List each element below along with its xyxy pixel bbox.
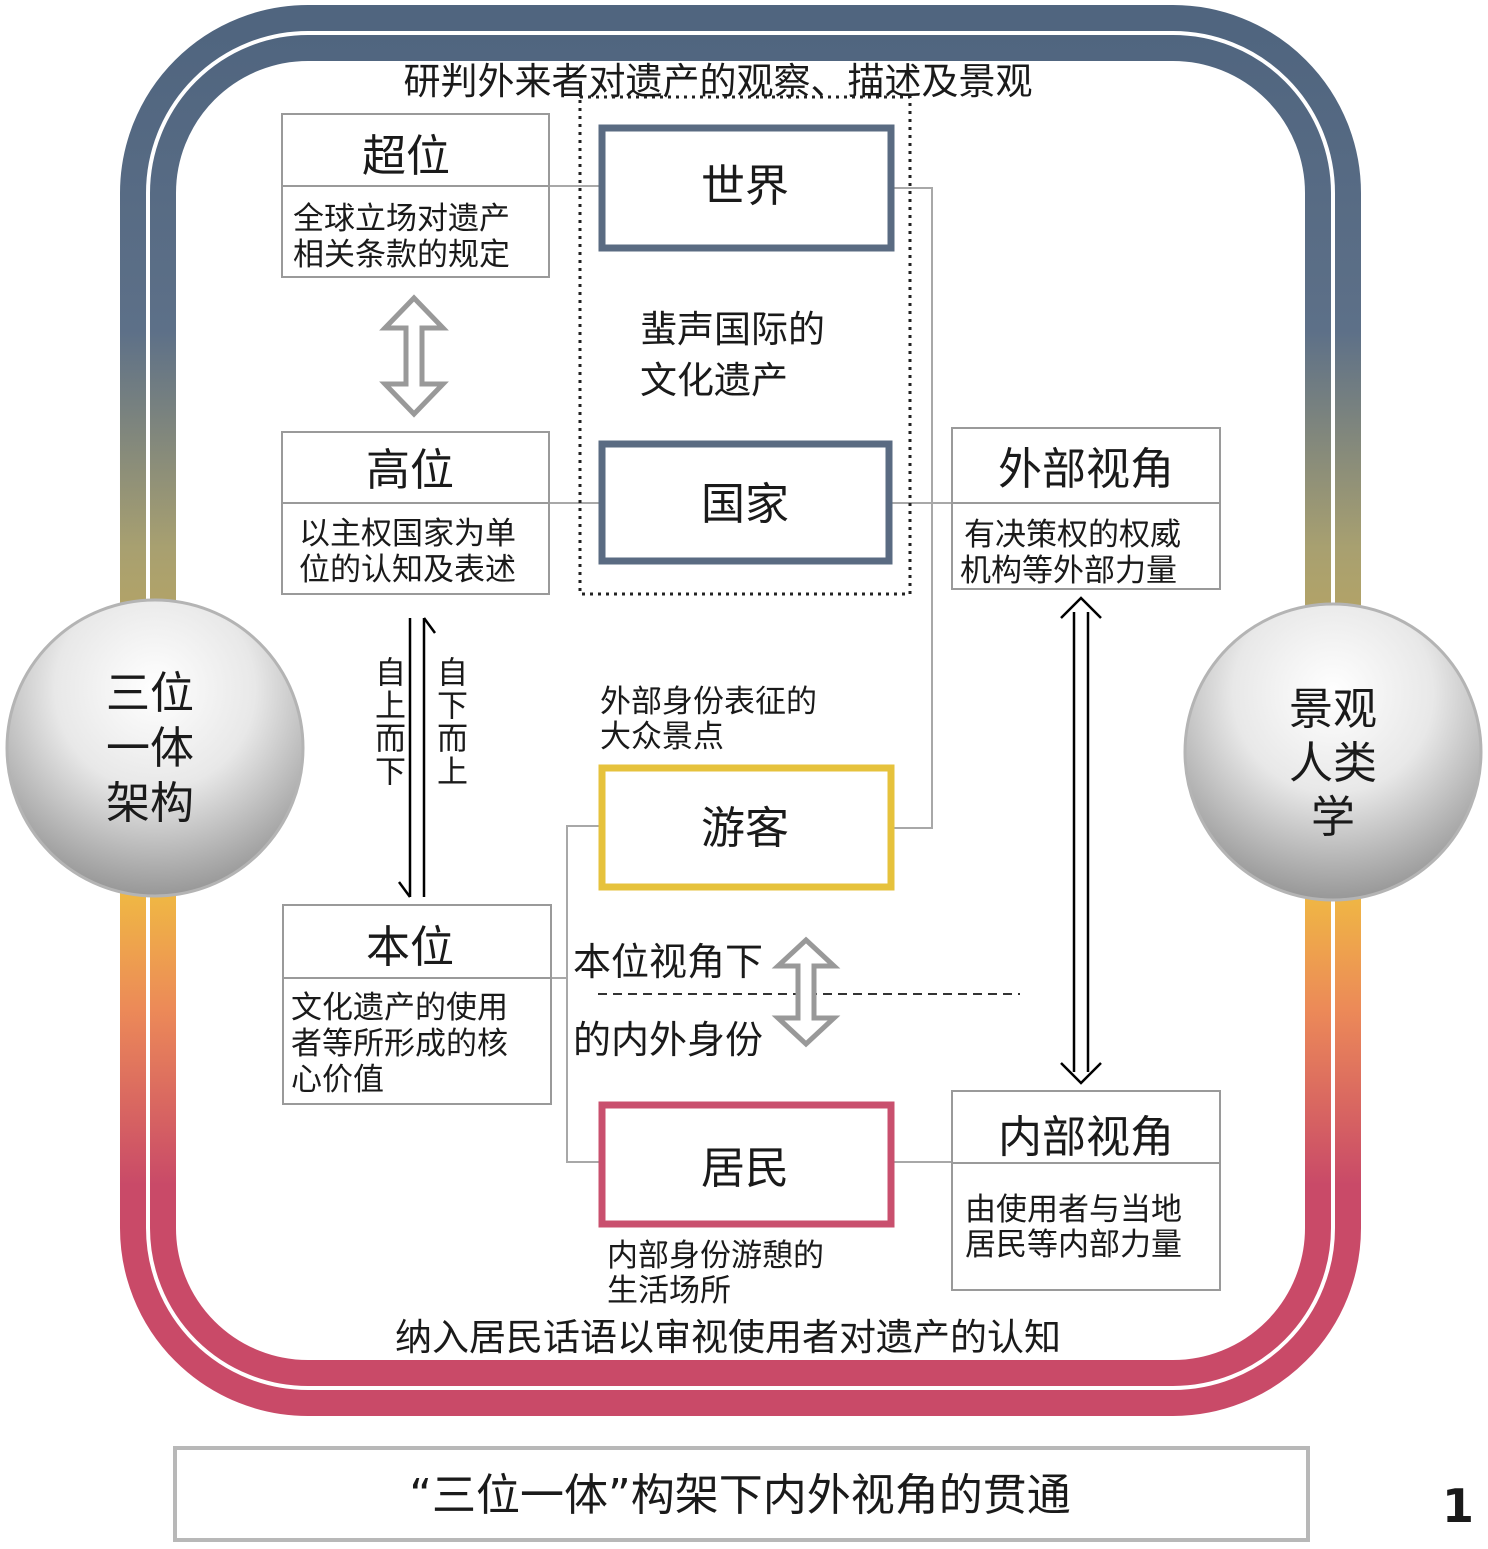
level-base-desc-3: 心价值 bbox=[291, 1062, 384, 1098]
level-high-title: 高位 bbox=[366, 445, 454, 496]
inner-perspective-title: 内部视角 bbox=[998, 1112, 1174, 1163]
outer-perspective-title: 外部视角 bbox=[998, 444, 1174, 495]
nation-label: 国家 bbox=[701, 479, 789, 530]
figure-number: 1 bbox=[1442, 1479, 1474, 1533]
hollow-double-arrow-center bbox=[771, 936, 841, 1048]
left-sphere-line-2: 一体 bbox=[106, 723, 194, 774]
level-high-desc-1: 以主权国家为单 bbox=[299, 516, 516, 552]
label-bottom-up: 自下而上 bbox=[431, 656, 467, 788]
left-sphere bbox=[5, 598, 305, 898]
level-base-box: 本位 文化遗产的使用 者等所形成的核 心价值 bbox=[282, 904, 552, 1105]
label-top-down: 自上而下 bbox=[369, 656, 405, 788]
tourist-box bbox=[598, 764, 895, 891]
caption-text: “三位一体”构架下内外视角的贯通 bbox=[409, 1470, 1071, 1521]
level-base-desc-2: 者等所形成的核 bbox=[291, 1026, 508, 1062]
caption-box bbox=[173, 1446, 1310, 1542]
hollow-double-arrow-left bbox=[379, 294, 449, 418]
top-down-text: 自上而下 bbox=[369, 656, 405, 788]
bottom-banner-text: 纳入居民话语以审视使用者对遗产的认知 bbox=[395, 1316, 1061, 1359]
tourist-note-2: 大众景点 bbox=[600, 719, 724, 755]
world-box bbox=[598, 124, 895, 252]
resident-note-2: 生活场所 bbox=[607, 1273, 731, 1309]
right-sphere bbox=[1183, 602, 1483, 902]
right-sphere-line-1: 景观 bbox=[1289, 684, 1377, 735]
right-sphere-line-3: 学 bbox=[1311, 792, 1355, 843]
level-base-title: 本位 bbox=[366, 922, 454, 973]
resident-label: 居民 bbox=[701, 1143, 789, 1194]
right-sphere-line-2: 人类 bbox=[1289, 738, 1377, 789]
outer-perspective-desc-1: 有决策权的权威 bbox=[964, 517, 1181, 553]
bottom-up-text: 自下而上 bbox=[431, 656, 467, 788]
identity-line-1: 本位视角下 bbox=[573, 940, 763, 984]
left-sphere-line-3: 架构 bbox=[106, 778, 194, 829]
level-base-desc-1: 文化遗产的使用 bbox=[291, 990, 508, 1026]
inner-perspective-desc-2: 居民等内部力量 bbox=[965, 1227, 1182, 1263]
connector-lines bbox=[549, 185, 952, 1163]
half-arrows bbox=[397, 617, 437, 898]
heritage-line-1: 蜚声国际的 bbox=[640, 308, 825, 351]
resident-note-1: 内部身份游憩的 bbox=[607, 1238, 824, 1274]
tourist-note-1: 外部身份表征的 bbox=[600, 684, 817, 720]
level-super-title: 超位 bbox=[362, 131, 450, 182]
level-high-desc-2: 位的认知及表述 bbox=[299, 552, 516, 588]
level-super-box: 超位 全球立场对遗产 相关条款的规定 bbox=[281, 113, 550, 278]
heritage-line-2: 文化遗产 bbox=[640, 359, 788, 402]
left-sphere-line-1: 三位 bbox=[106, 668, 194, 719]
inner-perspective-desc-1: 由使用者与当地 bbox=[965, 1192, 1182, 1228]
outer-perspective-box: 外部视角 有决策权的权威 机构等外部力量 bbox=[951, 427, 1221, 590]
nation-box bbox=[598, 440, 893, 565]
resident-box bbox=[598, 1101, 895, 1228]
inner-perspective-box: 内部视角 由使用者与当地 居民等内部力量 bbox=[951, 1090, 1221, 1291]
tourist-label: 游客 bbox=[701, 803, 789, 854]
identity-line-2: 的内外身份 bbox=[573, 1018, 763, 1062]
perspective-double-arrow bbox=[1060, 596, 1102, 1085]
level-high-box: 高位 以主权国家为单 位的认知及表述 bbox=[281, 431, 550, 595]
world-label: 世界 bbox=[701, 161, 789, 212]
level-super-desc-2: 相关条款的规定 bbox=[293, 237, 510, 273]
level-super-desc-1: 全球立场对遗产 bbox=[293, 201, 510, 237]
heritage-dotted-frame bbox=[578, 95, 912, 596]
outer-perspective-desc-2: 机构等外部力量 bbox=[960, 553, 1177, 589]
